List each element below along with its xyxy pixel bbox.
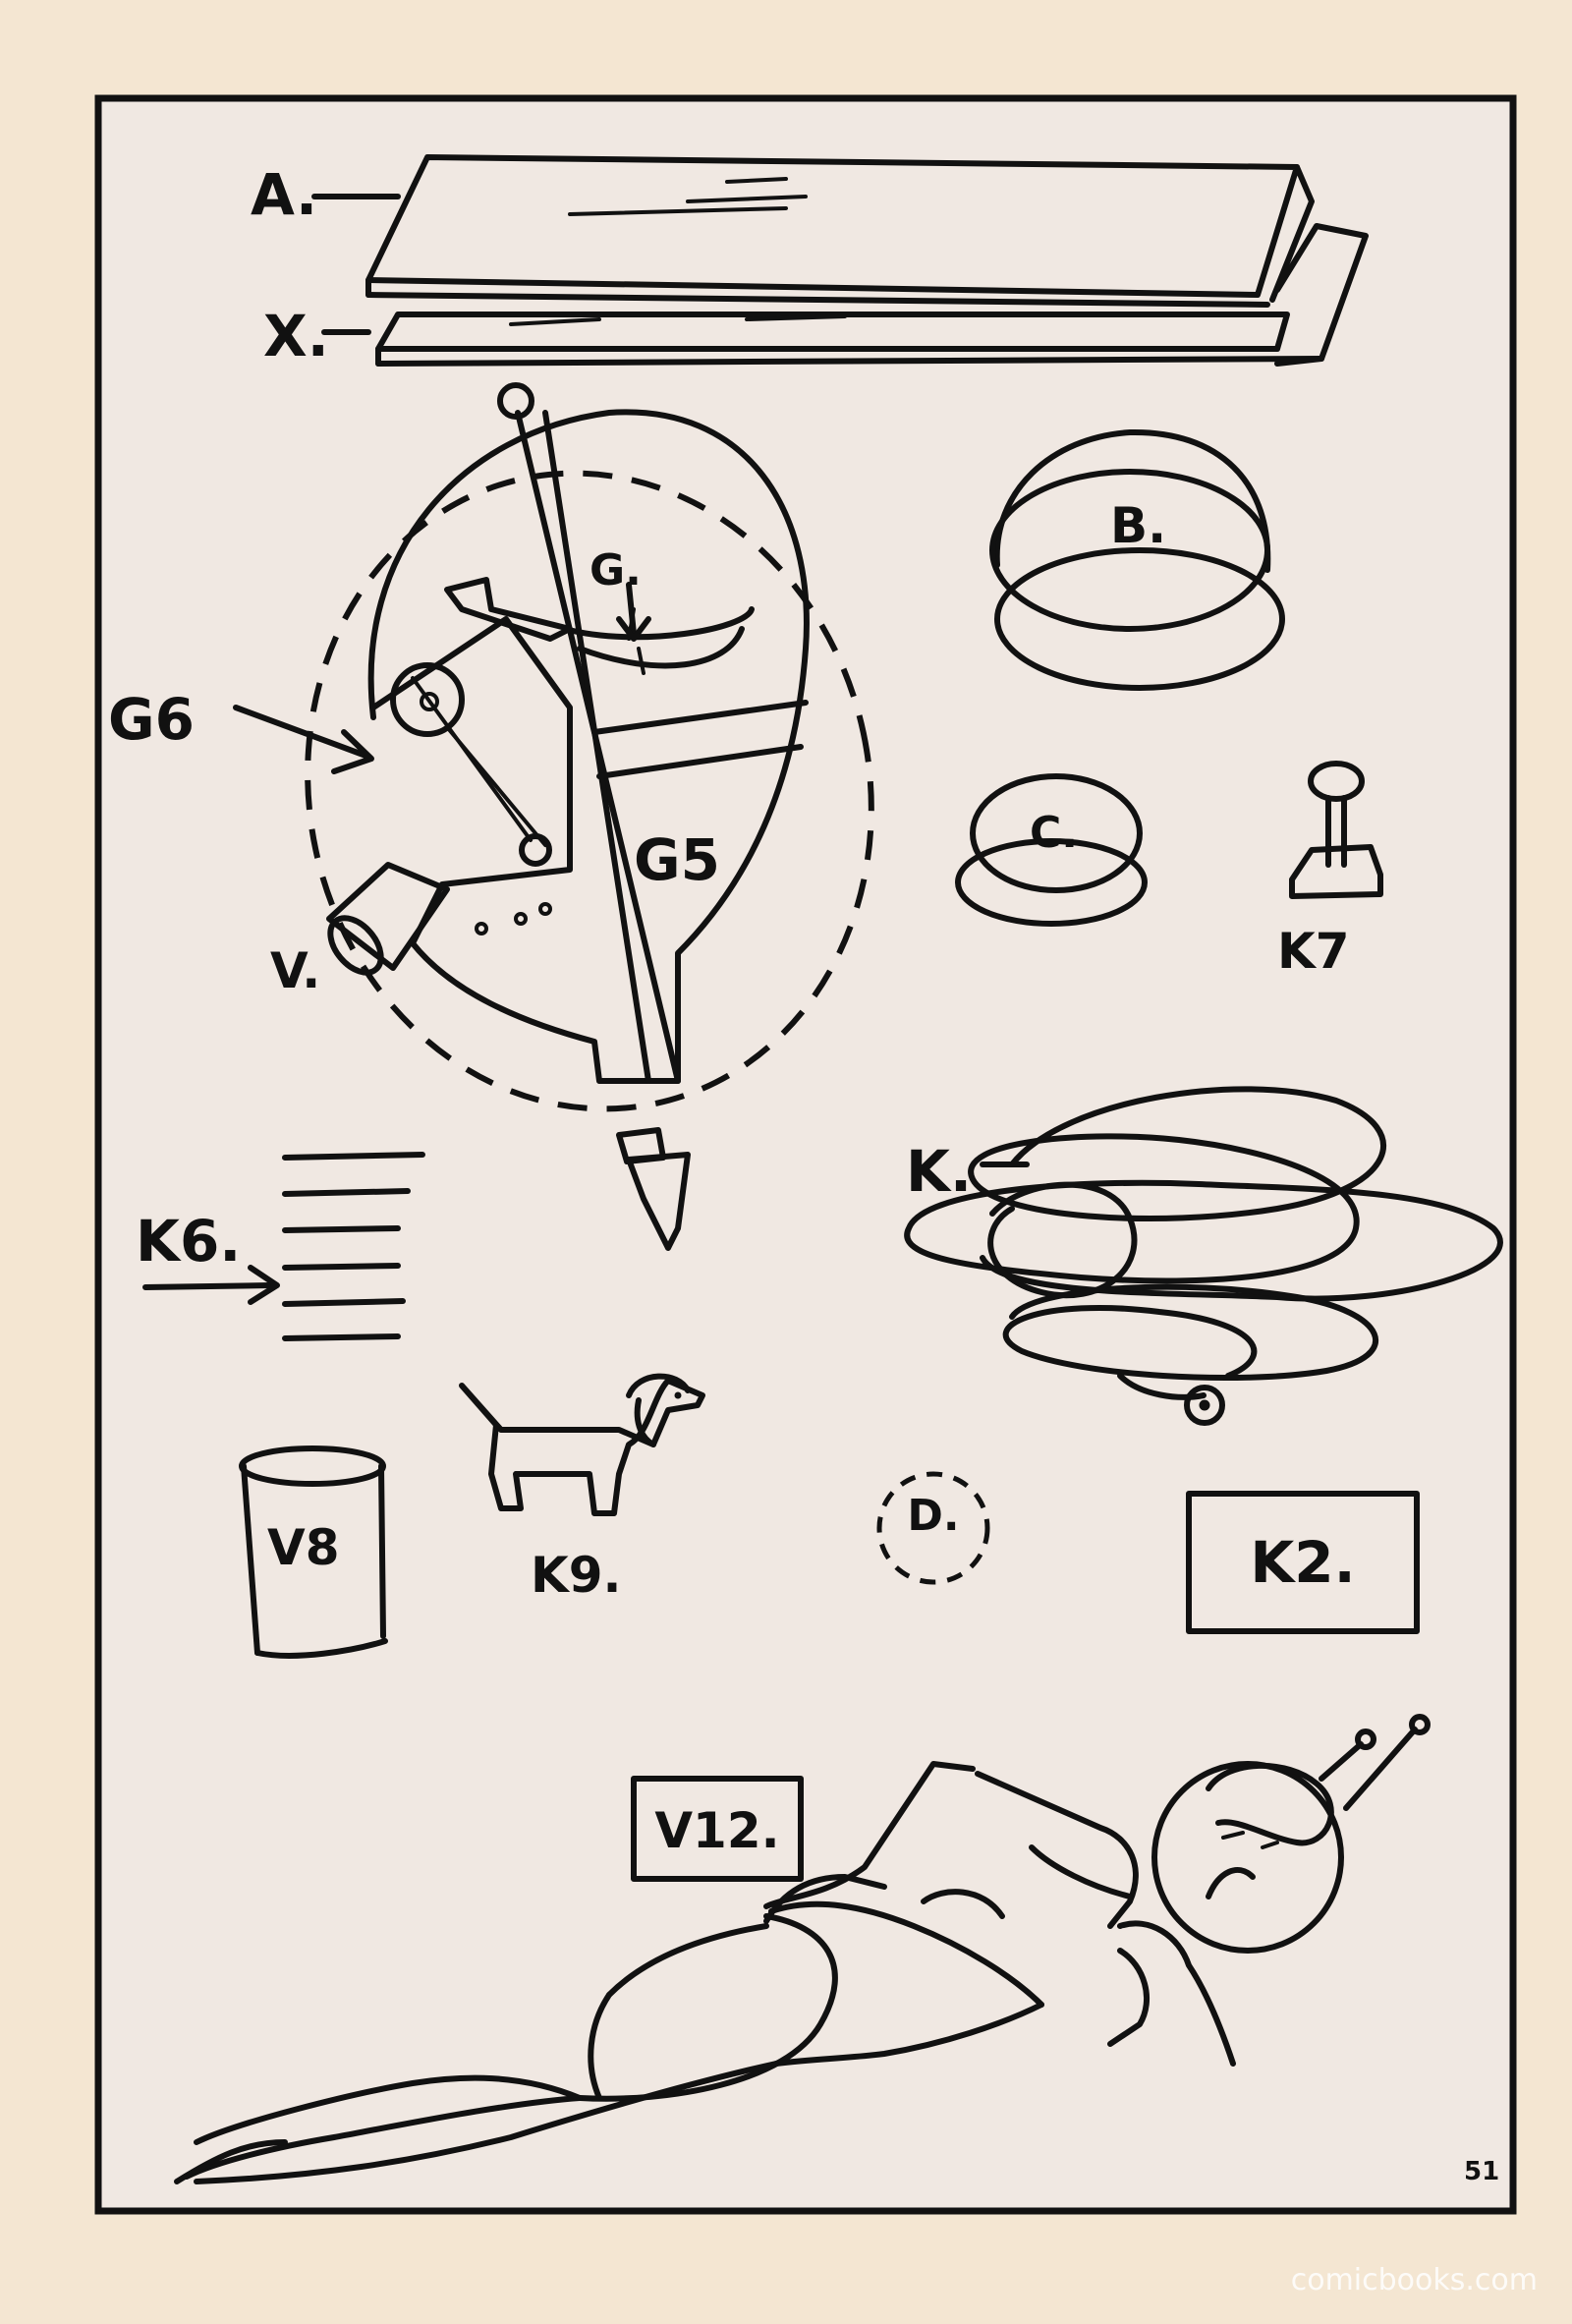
label-v12: V12. xyxy=(654,1802,779,1859)
label-k7: K7 xyxy=(1277,923,1350,980)
box-k2 xyxy=(1186,1491,1420,1634)
label-a: A. xyxy=(251,161,317,228)
label-x: X. xyxy=(263,303,329,369)
plank-a-drawing xyxy=(365,154,1315,308)
label-g6: G6 xyxy=(108,686,195,753)
label-k: K. xyxy=(906,1138,972,1205)
plank-x-drawing xyxy=(375,223,1369,367)
panel-border xyxy=(94,94,1517,2215)
disk-c-drawing xyxy=(955,773,1148,927)
gadget-g-drawing xyxy=(233,382,874,1251)
label-c: C. xyxy=(1030,808,1078,858)
label-v: V. xyxy=(270,942,320,999)
label-g5: G5 xyxy=(634,826,720,893)
dog-k9-drawing xyxy=(459,1373,705,1516)
label-b: B. xyxy=(1110,497,1166,554)
label-g: G. xyxy=(590,545,642,595)
label-d: D. xyxy=(907,1491,959,1541)
circle-d-drawing xyxy=(876,1471,990,1585)
label-k9: K9. xyxy=(531,1547,622,1604)
can-v8-drawing xyxy=(239,1445,388,1659)
page-number: 51 xyxy=(1464,2157,1499,2186)
disk-b-drawing xyxy=(989,428,1285,691)
watermark-logo: comicbooks.com xyxy=(1291,2263,1538,2297)
box-v12 xyxy=(631,1776,804,1882)
label-k2: K2. xyxy=(1250,1529,1355,1596)
label-k6: K6. xyxy=(136,1208,241,1275)
lines-k6-drawing xyxy=(142,1152,425,1341)
label-v8: V8 xyxy=(267,1519,340,1576)
coil-k-drawing xyxy=(904,1086,1503,1426)
switch-k7-drawing xyxy=(1289,761,1383,899)
space-girl-drawing xyxy=(174,1714,1431,2184)
